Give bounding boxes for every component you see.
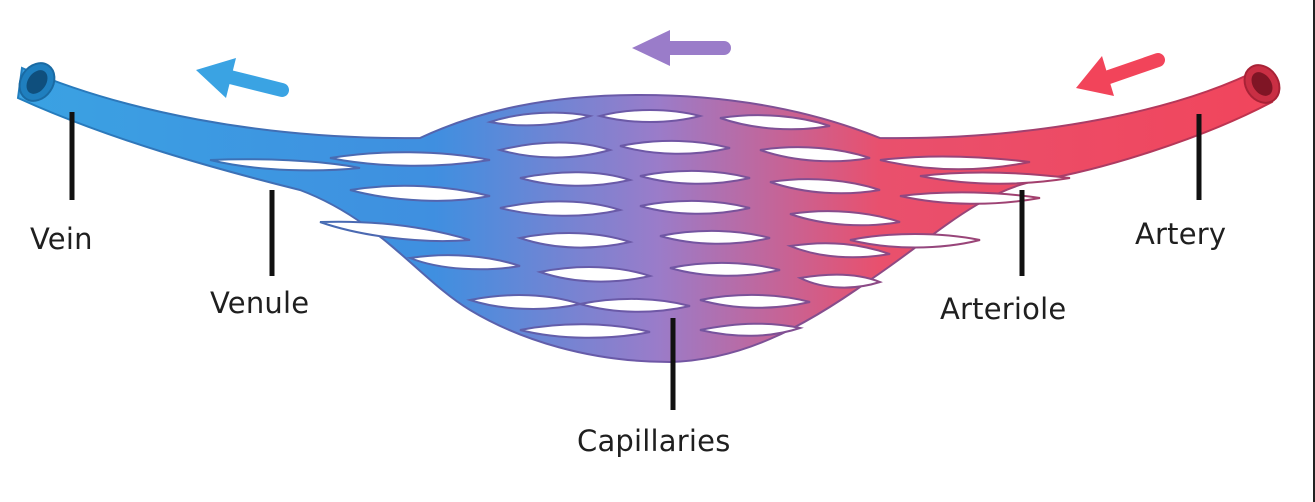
capillaries-label: Capillaries (577, 424, 731, 458)
flow-arrow-vein (196, 58, 282, 98)
venule-label: Venule (210, 286, 309, 320)
artery-label: Artery (1135, 217, 1226, 251)
flow-arrow-artery (1076, 56, 1158, 96)
flow-arrow-capillary (632, 30, 724, 66)
arteriole-label: Arteriole (940, 292, 1066, 326)
vein-label: Vein (30, 222, 93, 256)
